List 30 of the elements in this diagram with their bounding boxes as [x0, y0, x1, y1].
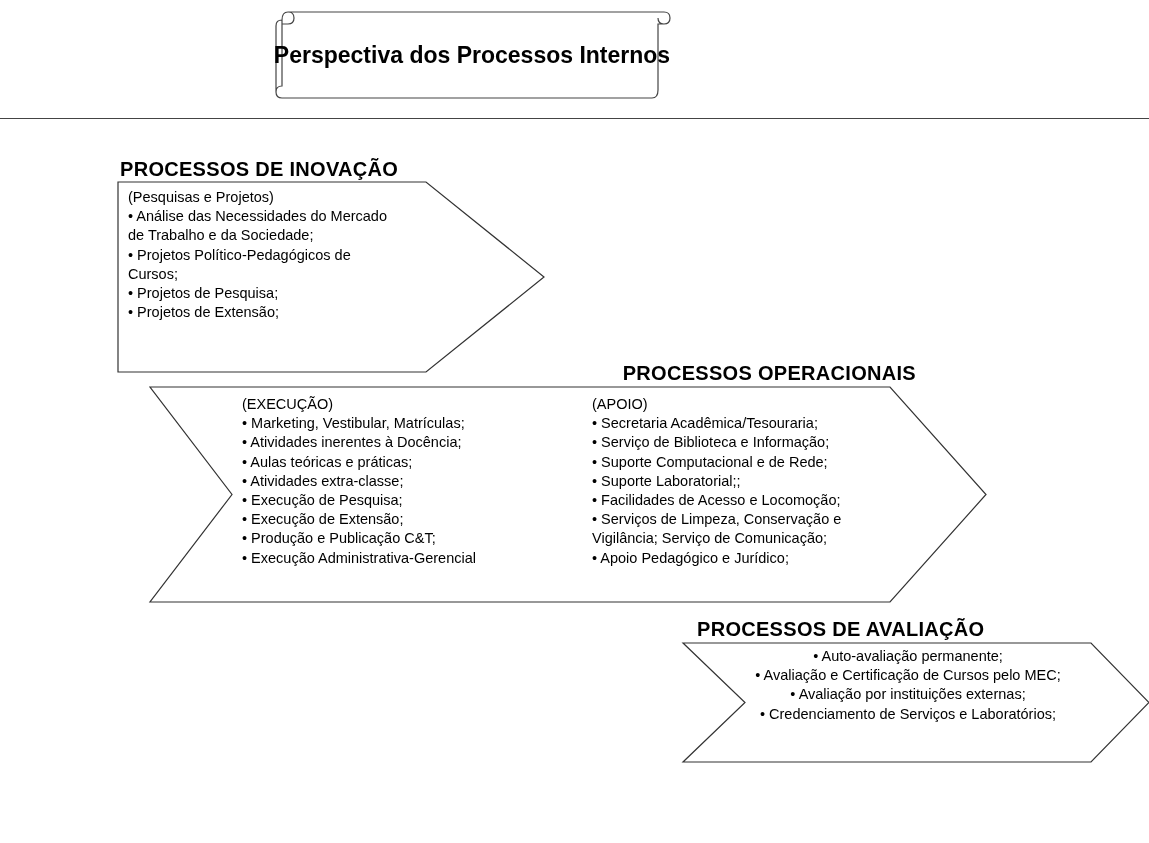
section-heading: PROCESSOS DE INOVAÇÃO: [120, 158, 399, 181]
list-item-text: • Projetos de Pesquisa;: [128, 284, 280, 303]
list-item-text: (APOIO): [592, 395, 649, 414]
list-item-text: • Execução de Pesquisa;: [242, 491, 404, 510]
list-item-text: • Avaliação por instituições externas;: [789, 685, 1027, 705]
list-item-text: • Projetos de Extensão;: [128, 303, 280, 323]
list-item-text: • Atividades extra-classe;: [242, 471, 405, 491]
list-item-text: • Execução de Extensão;: [242, 510, 405, 530]
list-item-text: (Pesquisas e Projetos): [128, 188, 275, 207]
list-item-text: • Aulas teóricas e práticas;: [242, 452, 414, 472]
list-item-text: • Atividades inerentes à Docência;: [242, 433, 463, 453]
list-item-text: • Suporte Laboratorial;;: [592, 471, 742, 491]
diagram-title: Perspectiva dos Processos Internos: [272, 42, 672, 69]
list-item-text: • Auto-avaliação permanente;: [812, 647, 1004, 666]
list-item-text: • Apoio Pedagógico e Jurídico;: [592, 548, 790, 568]
list-item-text: • Produção e Publicação C&T;: [242, 529, 437, 549]
list-item-text: • Secretaria Acadêmica/Tesouraria;: [592, 414, 819, 434]
list-item-text: • Avaliação e Certificação de Cursos pelo MEC;: [754, 666, 1062, 686]
list-item-text: • Análise das Necessidades do Mercado de Trabalho e da Sociedade;: [128, 207, 388, 246]
section-heading: PROCESSOS OPERACIONAIS: [622, 362, 916, 385]
list-item-text: • Serviço de Biblioteca e Informação;: [592, 433, 831, 453]
list-item-text: • Execução Administrativa-Gerencial: [242, 548, 477, 568]
list-item-text: • Serviços de Limpeza, Conservação e Vigilância; Serviço de Comunicação;: [592, 510, 843, 549]
list-item-text: • Projetos Político-Pedagógicos de Cursos;: [128, 245, 352, 284]
list-item-text: • Facilidades de Acesso e Locomoção;: [592, 491, 842, 510]
list-item-text: • Suporte Computacional e de Rede;: [592, 452, 829, 472]
list-item-text: • Marketing, Vestibular, Matrículas;: [242, 414, 466, 434]
list-item-text: (EXECUÇÃO): [242, 395, 335, 414]
section-heading: PROCESSOS DE AVALIAÇÃO: [697, 618, 985, 641]
list-item-text: • Credenciamento de Serviços e Laboratórios;: [758, 704, 1057, 724]
